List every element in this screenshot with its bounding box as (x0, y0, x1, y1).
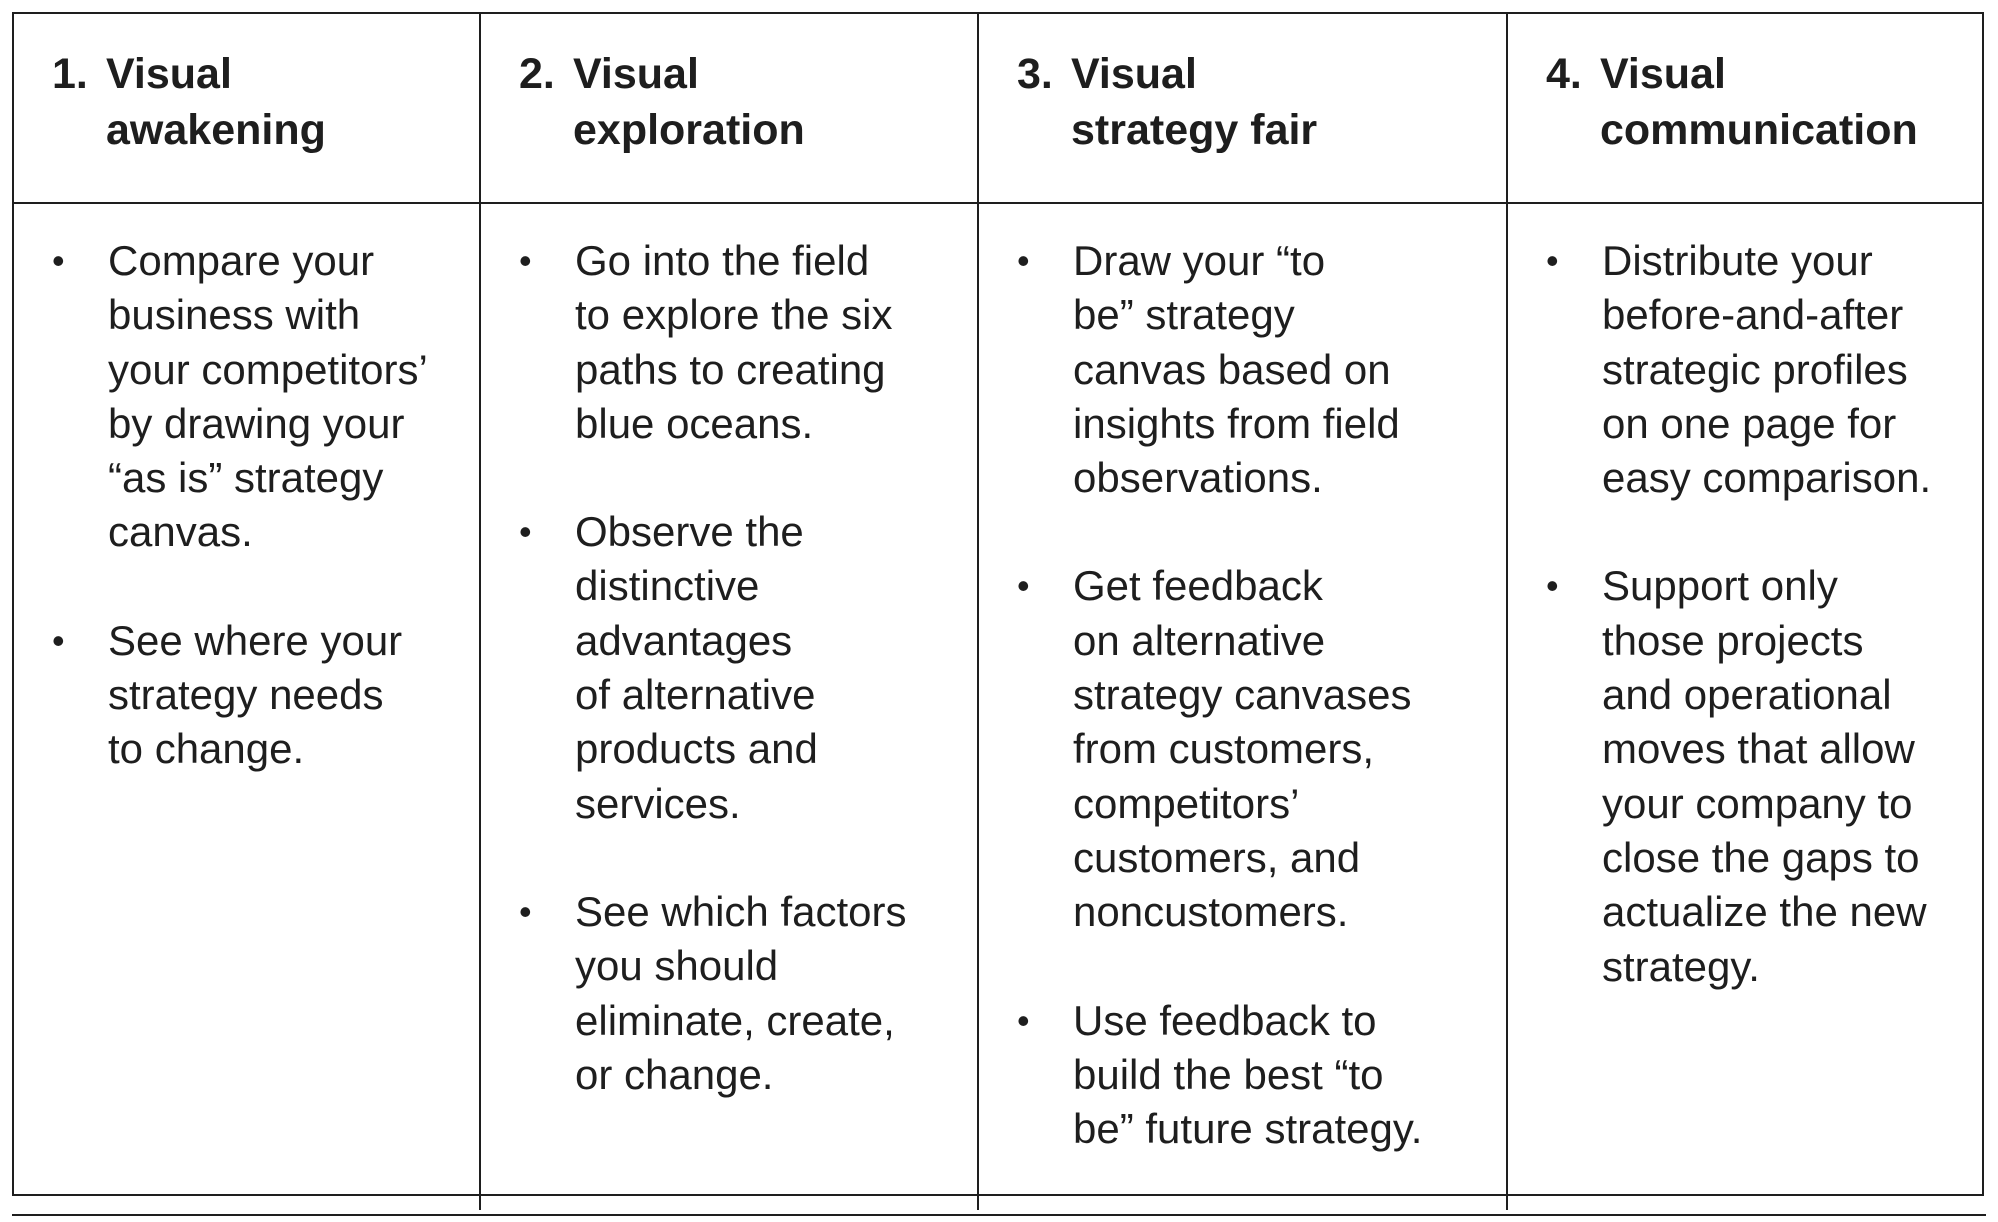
bullet-icon: • (1546, 565, 1559, 607)
column-body-1: • Compare your business with your compet… (14, 204, 481, 1211)
bullet-item: • Go into the field to explore the six p… (519, 234, 977, 451)
bullet-text: See which factors you should eliminate, … (575, 887, 907, 1098)
bullet-icon: • (519, 890, 532, 932)
column-header-1: 1. Visual awakening (14, 14, 481, 204)
bullet-icon: • (1017, 565, 1030, 607)
column-header-3: 3. Visual strategy fair (979, 14, 1508, 204)
bullet-icon: • (519, 240, 532, 281)
column-title: Visual communication (1600, 50, 1918, 154)
bullet-list: • Distribute your before-and-after strat… (1546, 234, 1982, 994)
bullet-icon: • (1017, 999, 1030, 1041)
column-header-2: 2. Visual exploration (481, 14, 979, 204)
bottom-rule (12, 1214, 1986, 1216)
bullet-list: • Draw your “to be” strategy canvas base… (1017, 234, 1506, 1156)
bullet-icon: • (519, 511, 532, 553)
bullet-text: Distribute your before-and-after strateg… (1602, 237, 1932, 502)
bullet-text: Compare your business with your competit… (108, 237, 428, 556)
bullet-list: • Go into the field to explore the six p… (519, 234, 977, 1102)
bullet-item: • Observe the distinctive advantages of … (519, 505, 977, 831)
column-body-4: • Distribute your before-and-after strat… (1508, 204, 1982, 1210)
bullet-text: Support only those projects and operatio… (1602, 562, 1927, 990)
column-number: 2. (519, 50, 555, 98)
bullet-icon: • (52, 240, 65, 281)
column-number: 3. (1017, 50, 1053, 98)
bullet-text: Go into the field to explore the six pat… (575, 237, 893, 447)
bullet-text: Draw your “to be” strategy canvas based … (1073, 237, 1400, 502)
bullet-text: See where your strategy needs to change. (108, 616, 403, 773)
bullet-text: Observe the distinctive advantages of al… (575, 508, 818, 827)
bullet-item: • Support only those projects and operat… (1546, 559, 1982, 993)
bullet-item: • Get feedback on alternative strategy c… (1017, 559, 1506, 939)
bullet-item: • See which factors you should eliminate… (519, 885, 977, 1102)
bullet-item: • Distribute your before-and-after strat… (1546, 234, 1982, 505)
column-title: Visual strategy fair (1071, 50, 1318, 154)
column-title: Visual exploration (573, 50, 805, 154)
bullet-text: Get feedback on alternative strategy can… (1073, 562, 1412, 936)
process-table: 1. Visual awakening 2. Visual exploratio… (12, 12, 1984, 1211)
column-header-4: 4. Visual communication (1508, 14, 1982, 204)
column-number: 4. (1546, 50, 1582, 98)
column-title: Visual awakening (106, 50, 326, 154)
bullet-icon: • (1546, 240, 1559, 281)
bullet-list: • Compare your business with your compet… (52, 234, 479, 777)
bullet-icon: • (52, 619, 65, 661)
column-body-2: • Go into the field to explore the six p… (481, 204, 979, 1211)
bullet-item: • Compare your business with your compet… (52, 234, 479, 560)
bullet-item: • See where your strategy needs to chang… (52, 614, 479, 777)
bullet-item: • Use feedback to build the best “to be”… (1017, 994, 1506, 1157)
bullet-icon: • (1017, 240, 1030, 281)
bullet-text: Use feedback to build the best “to be” f… (1073, 996, 1423, 1153)
bullet-item: • Draw your “to be” strategy canvas base… (1017, 234, 1506, 505)
column-number: 1. (52, 50, 88, 98)
column-body-3: • Draw your “to be” strategy canvas base… (979, 204, 1508, 1211)
